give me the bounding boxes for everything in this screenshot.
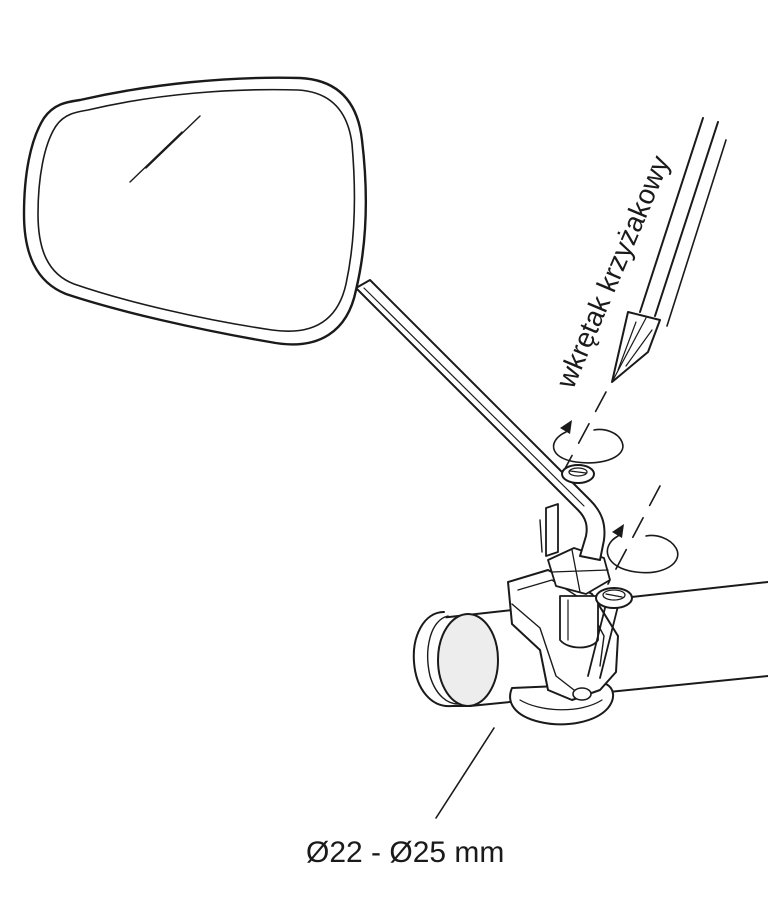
arrow-head-icon <box>612 524 624 538</box>
glass-reflection-mark <box>129 131 183 183</box>
clamp-assembly <box>507 503 633 726</box>
screwdriver-label: wkrętak krzyżakowy <box>550 151 676 393</box>
screwdriver-illustration <box>611 117 727 383</box>
glass-reflection-mark <box>145 115 201 169</box>
diameter-leader-line <box>435 727 495 819</box>
mirror-head <box>22 76 368 346</box>
rotation-indicator-upper <box>552 391 624 479</box>
rotation-indicator-lower <box>606 485 679 585</box>
mirror-arm <box>355 279 606 561</box>
diameter-label: Ø22 - Ø25 mm <box>306 836 504 869</box>
arrow-head-icon <box>560 420 572 434</box>
